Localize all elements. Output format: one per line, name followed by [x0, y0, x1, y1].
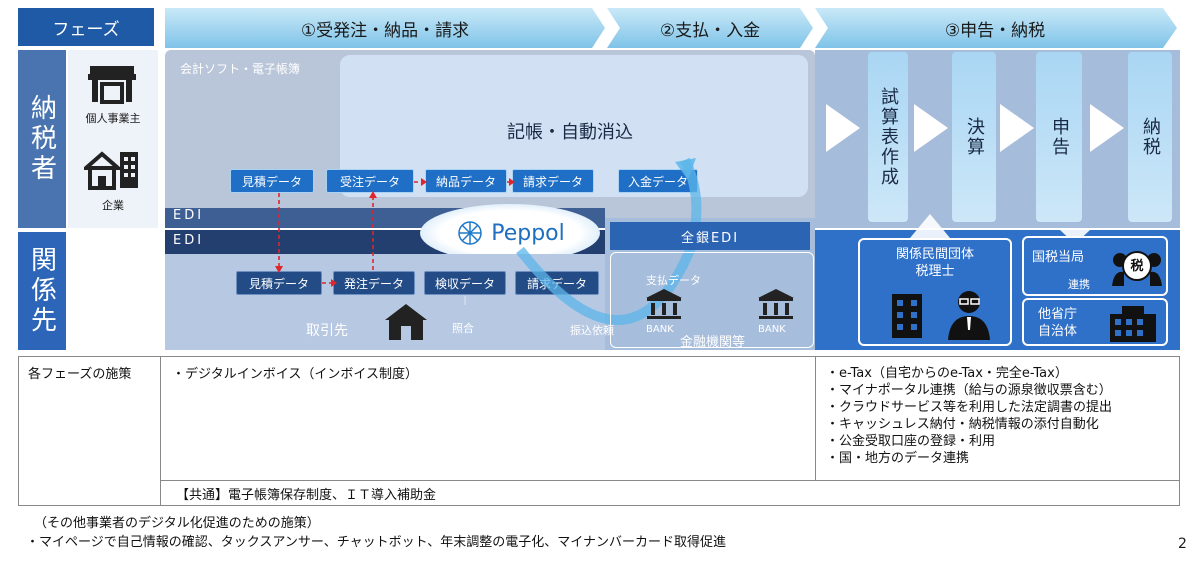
filing-step-filing: 申告	[1036, 52, 1082, 222]
corporation-label: 企業	[102, 199, 124, 212]
data-flow-arrows	[275, 178, 515, 305]
filing-step-payment: 納税	[1128, 52, 1172, 222]
taxpayer-types-panel: 個人事業主 企業	[68, 50, 158, 228]
bank-icon-right	[758, 289, 794, 319]
filing-step-trial-balance: 試算表作成	[868, 52, 908, 222]
org-pointers	[910, 214, 1090, 240]
individual-label: 個人事業主	[85, 112, 141, 125]
phase12-measures: ・デジタルインボイス（インボイス制度）	[172, 367, 418, 382]
phase1-title: ①受発注・納品・請求	[300, 20, 470, 41]
footer-line-2: ・マイページで自己情報の確認、タックスアンサー、チャットボット、年末調整の電子化…	[26, 535, 727, 550]
estimate-data-lower: 見積データ	[236, 271, 322, 295]
peppol-text: Peppol	[491, 220, 565, 246]
local-gov-label: 他省庁 自治体	[1038, 307, 1078, 339]
tax-people-icon	[1112, 251, 1162, 286]
taxpayer-label: 納税者	[18, 50, 66, 228]
phase3-measures-list: ・e-Tax（自宅からのe-Tax・完全e-Tax） ・マイナポータル連携（給与…	[826, 365, 1112, 467]
delivery-data: 納品データ	[425, 169, 507, 193]
order-received-data: 受注データ	[326, 169, 414, 193]
nta-box: 国税当局 税 連携	[1022, 236, 1168, 296]
match-label: 照合	[452, 322, 474, 335]
store-icon	[88, 66, 136, 104]
payment-flow-curve	[516, 157, 702, 325]
link-label: 連携	[1054, 276, 1104, 292]
tax-badge: 税	[1130, 259, 1144, 274]
government-building-icon	[1110, 306, 1156, 342]
phase3-measure: ・公金受取口座の登録・利用	[826, 434, 996, 449]
payment-data-label: 支払データ	[646, 274, 701, 287]
table-divider-v1	[160, 356, 161, 506]
software-label: 会計ソフト・電子帳簿	[180, 62, 301, 76]
estimate-data-upper: 見積データ	[230, 169, 314, 193]
peppol-network-icon	[458, 221, 482, 245]
phase3-measure: ・キャッシュレス納付・納税情報の添付自動化	[826, 417, 1099, 432]
transfer-request-label: 振込依頼	[570, 324, 614, 337]
chevron-2	[914, 104, 948, 152]
phase3-measure: ・クラウドサービス等を利用した法定調書の提出	[826, 400, 1113, 415]
table-divider-v2	[815, 356, 816, 480]
peppol-logo: Peppol	[420, 204, 600, 262]
bank-icon-left	[646, 289, 682, 319]
bank-text-right: BANK	[758, 324, 786, 335]
phase3-title: ③申告・納税	[944, 20, 1046, 41]
bookkeeping-title: 記帳・自動消込	[507, 122, 633, 143]
phase3-measure: ・国・地方のデータ連携	[826, 451, 970, 466]
phase3-measure: ・e-Tax（自宅からのe-Tax・完全e-Tax）	[826, 366, 1068, 381]
related-label: 関係先	[18, 232, 66, 350]
office-building-icon	[892, 294, 922, 338]
company-building-icon	[84, 151, 138, 190]
page-number: 2	[1178, 536, 1187, 552]
measures-row-label: 各フェーズの施策	[28, 367, 132, 382]
common-measures: 【共通】電子帳簿保存制度、ＩＴ導入補助金	[176, 488, 437, 503]
chevron-3	[1000, 104, 1034, 152]
private-groups-label: 関係民間団体 税理士	[895, 247, 974, 279]
phase2-title: ②支払・入金	[659, 20, 761, 41]
bank-text-left: BANK	[646, 324, 674, 335]
nta-label: 国税当局	[1032, 250, 1085, 265]
private-groups-box: 関係民間団体 税理士	[858, 238, 1012, 346]
chevron-4	[1090, 104, 1124, 152]
inspection-data: 検収データ	[424, 271, 506, 295]
bank-box	[610, 252, 814, 348]
tax-accountant-person-icon	[948, 291, 990, 340]
filing-step-settlement: 決算	[952, 52, 996, 222]
house-icon	[385, 304, 427, 340]
purchase-order-data: 発注データ	[333, 271, 415, 295]
financial-institutions-label: 金融機関等	[680, 335, 746, 350]
phase3-measure: ・マイナポータル連携（給与の源泉徴収票含む）	[826, 383, 1112, 398]
phase-arrows	[165, 8, 1177, 48]
partner-label: 取引先	[306, 323, 348, 339]
phase-header-label: フェーズ	[18, 8, 154, 46]
table-divider-h	[160, 480, 1180, 481]
invoice-data-upper: 請求データ	[512, 169, 594, 193]
zengin-edi-label: 全銀EDI	[610, 222, 810, 250]
footer-line-1: （その他事業者のデジタル化促進のための施策）	[34, 516, 320, 531]
chevron-1	[826, 104, 860, 152]
measures-table	[18, 356, 1180, 506]
local-gov-box: 他省庁 自治体	[1022, 298, 1168, 346]
